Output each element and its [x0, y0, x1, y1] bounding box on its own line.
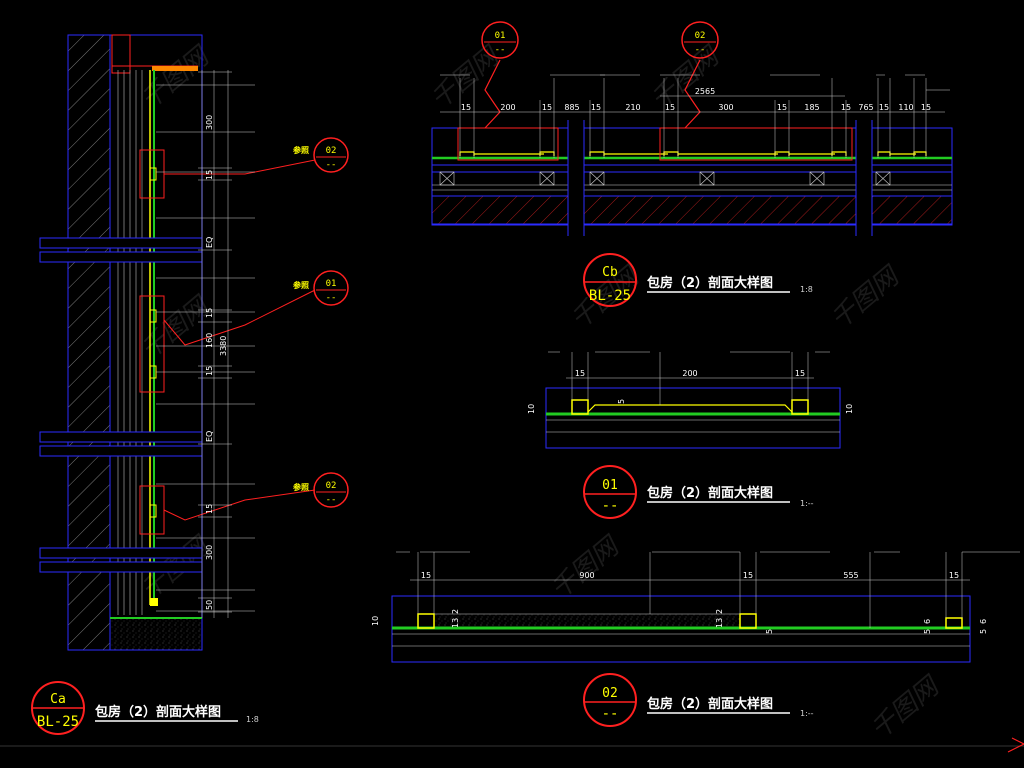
top-tag-bottom: BL-25	[589, 288, 631, 304]
left-dim-5: 160	[205, 333, 214, 348]
top-callout-01-sub: --	[495, 45, 506, 55]
left-ref-1[interactable]: 参照 02 --	[292, 137, 349, 173]
left-ref-2[interactable]: 参照 01 --	[292, 270, 349, 306]
d02-tag-bottom: --	[602, 706, 619, 722]
d02-dim-12: 5	[923, 629, 932, 634]
d01-dim-1: 15	[575, 369, 585, 378]
left-dim-6: 15	[205, 366, 214, 376]
left-title: 包房（2）剖面大样图	[95, 704, 221, 720]
top-dim-8: 2565	[695, 87, 715, 96]
d01-dim-4: 10	[527, 404, 536, 414]
top-dim-13: 765	[858, 103, 873, 112]
left-dim-2: 15	[205, 170, 214, 180]
d02-dim-8: 2	[451, 609, 460, 614]
left-section-dims: 300 15 EQ 15 160 15 3380 EQ 15 300 50	[205, 115, 228, 610]
svg-text:千图网: 千图网	[865, 670, 946, 745]
left-dim-8: EQ	[205, 431, 214, 442]
d02-dim-3: 15	[743, 571, 753, 580]
left-ref-3[interactable]: 参照 02 --	[292, 472, 349, 508]
left-ref-1-num: 02	[326, 146, 337, 156]
d01-dim-5: 5	[617, 399, 626, 404]
detail-02-drawing: 15 900 15 555 15 10 13 2 13 2 5 5 6 5 6	[371, 551, 1020, 663]
d02-dim-1: 15	[421, 571, 431, 580]
left-tag-bottom: BL-25	[37, 714, 79, 730]
d02-dim-10: 2	[715, 609, 724, 614]
left-ref-3-sub: --	[326, 495, 337, 505]
top-dim-9: 300	[718, 103, 733, 112]
d01-dim-2: 200	[682, 369, 697, 378]
d02-dim-13: 6	[923, 619, 932, 624]
top-dim-11: 185	[804, 103, 819, 112]
svg-text:千图网: 千图网	[545, 530, 626, 605]
svg-text:千图网: 千图网	[825, 260, 906, 335]
top-dim-12: 15	[841, 103, 851, 112]
d02-dim-2: 900	[579, 571, 594, 580]
svg-text:千图网: 千图网	[135, 40, 216, 115]
top-dim-15: 110	[898, 103, 913, 112]
d02-dim-6: 10	[371, 616, 380, 626]
top-dim-16: 15	[921, 103, 931, 112]
top-section-dims: 15 200 15 885 15 210 15 2565 300 15 185 …	[461, 87, 931, 112]
left-dim-7: 3380	[219, 336, 228, 356]
left-dim-11: 50	[205, 600, 214, 610]
d02-dim-5: 15	[949, 571, 959, 580]
d02-scale: 1:--	[800, 709, 814, 718]
d01-scale: 1:--	[800, 499, 814, 508]
left-ref-1-sub: --	[326, 160, 337, 170]
d01-tag-bottom: --	[602, 498, 619, 514]
left-scale: 1:8	[246, 715, 259, 724]
top-dim-3: 15	[542, 103, 552, 112]
d02-dim-14: 5	[979, 629, 988, 634]
d02-dim-9: 13	[715, 618, 724, 628]
top-dim-6: 210	[625, 103, 640, 112]
left-ref-3-label: 参照	[292, 482, 309, 492]
d02-tag-top: 02	[602, 686, 618, 701]
d01-dim-3: 15	[795, 369, 805, 378]
left-section-drawing	[39, 34, 316, 651]
detail-01-title-block: 01 -- 包房（2）剖面大样图 1:--	[583, 465, 814, 519]
d01-title: 包房（2）剖面大样图	[647, 485, 773, 501]
top-callout-01-num: 01	[495, 31, 506, 41]
d01-dim-6: 10	[845, 404, 854, 414]
d02-dim-4: 555	[843, 571, 858, 580]
left-dim-4: 15	[205, 308, 214, 318]
detail-01-drawing: 15 200 15 10 5 10	[527, 351, 854, 449]
d01-tag-top: 01	[602, 478, 618, 493]
top-dim-2: 200	[500, 103, 515, 112]
top-section-drawing	[431, 59, 953, 236]
top-callout-02[interactable]: 02 --	[681, 21, 719, 59]
top-dim-7: 15	[665, 103, 675, 112]
left-ref-3-num: 02	[326, 481, 337, 491]
d02-dim-7: 13	[451, 618, 460, 628]
top-dim-14: 15	[879, 103, 889, 112]
d02-dim-15: 6	[979, 619, 988, 624]
left-dim-10: 300	[205, 545, 214, 560]
top-tag-top: Cb	[602, 265, 618, 280]
svg-text:千图网: 千图网	[135, 290, 216, 365]
left-title-block: Ca BL-25 包房（2）剖面大样图 1:8	[31, 681, 259, 735]
left-ref-2-sub: --	[326, 293, 337, 303]
top-title: 包房（2）剖面大样图	[647, 275, 773, 291]
left-ref-1-label: 参照	[292, 145, 309, 155]
watermark-layer: 千图网 千图网 千图网 千图网 千图网 千图网 千图网 千图网 千图网	[135, 40, 946, 745]
left-dim-3: EQ	[205, 237, 214, 248]
top-title-block: Cb BL-25 包房（2）剖面大样图 1:8	[583, 253, 813, 307]
top-dim-4: 885	[564, 103, 579, 112]
left-ref-2-label: 参照	[292, 280, 309, 290]
left-dim-1: 300	[205, 115, 214, 130]
top-dim-1: 15	[461, 103, 471, 112]
left-tag-top: Ca	[50, 692, 66, 707]
detail-02-title-block: 02 -- 包房（2）剖面大样图 1:--	[583, 673, 814, 727]
d02-title: 包房（2）剖面大样图	[647, 696, 773, 712]
d02-dim-11: 5	[765, 629, 774, 634]
top-callout-02-num: 02	[695, 31, 706, 41]
left-ref-2-num: 01	[326, 279, 337, 289]
top-dim-5: 15	[591, 103, 601, 112]
top-callout-01[interactable]: 01 --	[481, 21, 519, 59]
top-callout-02-sub: --	[695, 45, 706, 55]
left-dim-9: 15	[205, 504, 214, 514]
top-scale: 1:8	[800, 285, 813, 294]
top-dim-10: 15	[777, 103, 787, 112]
